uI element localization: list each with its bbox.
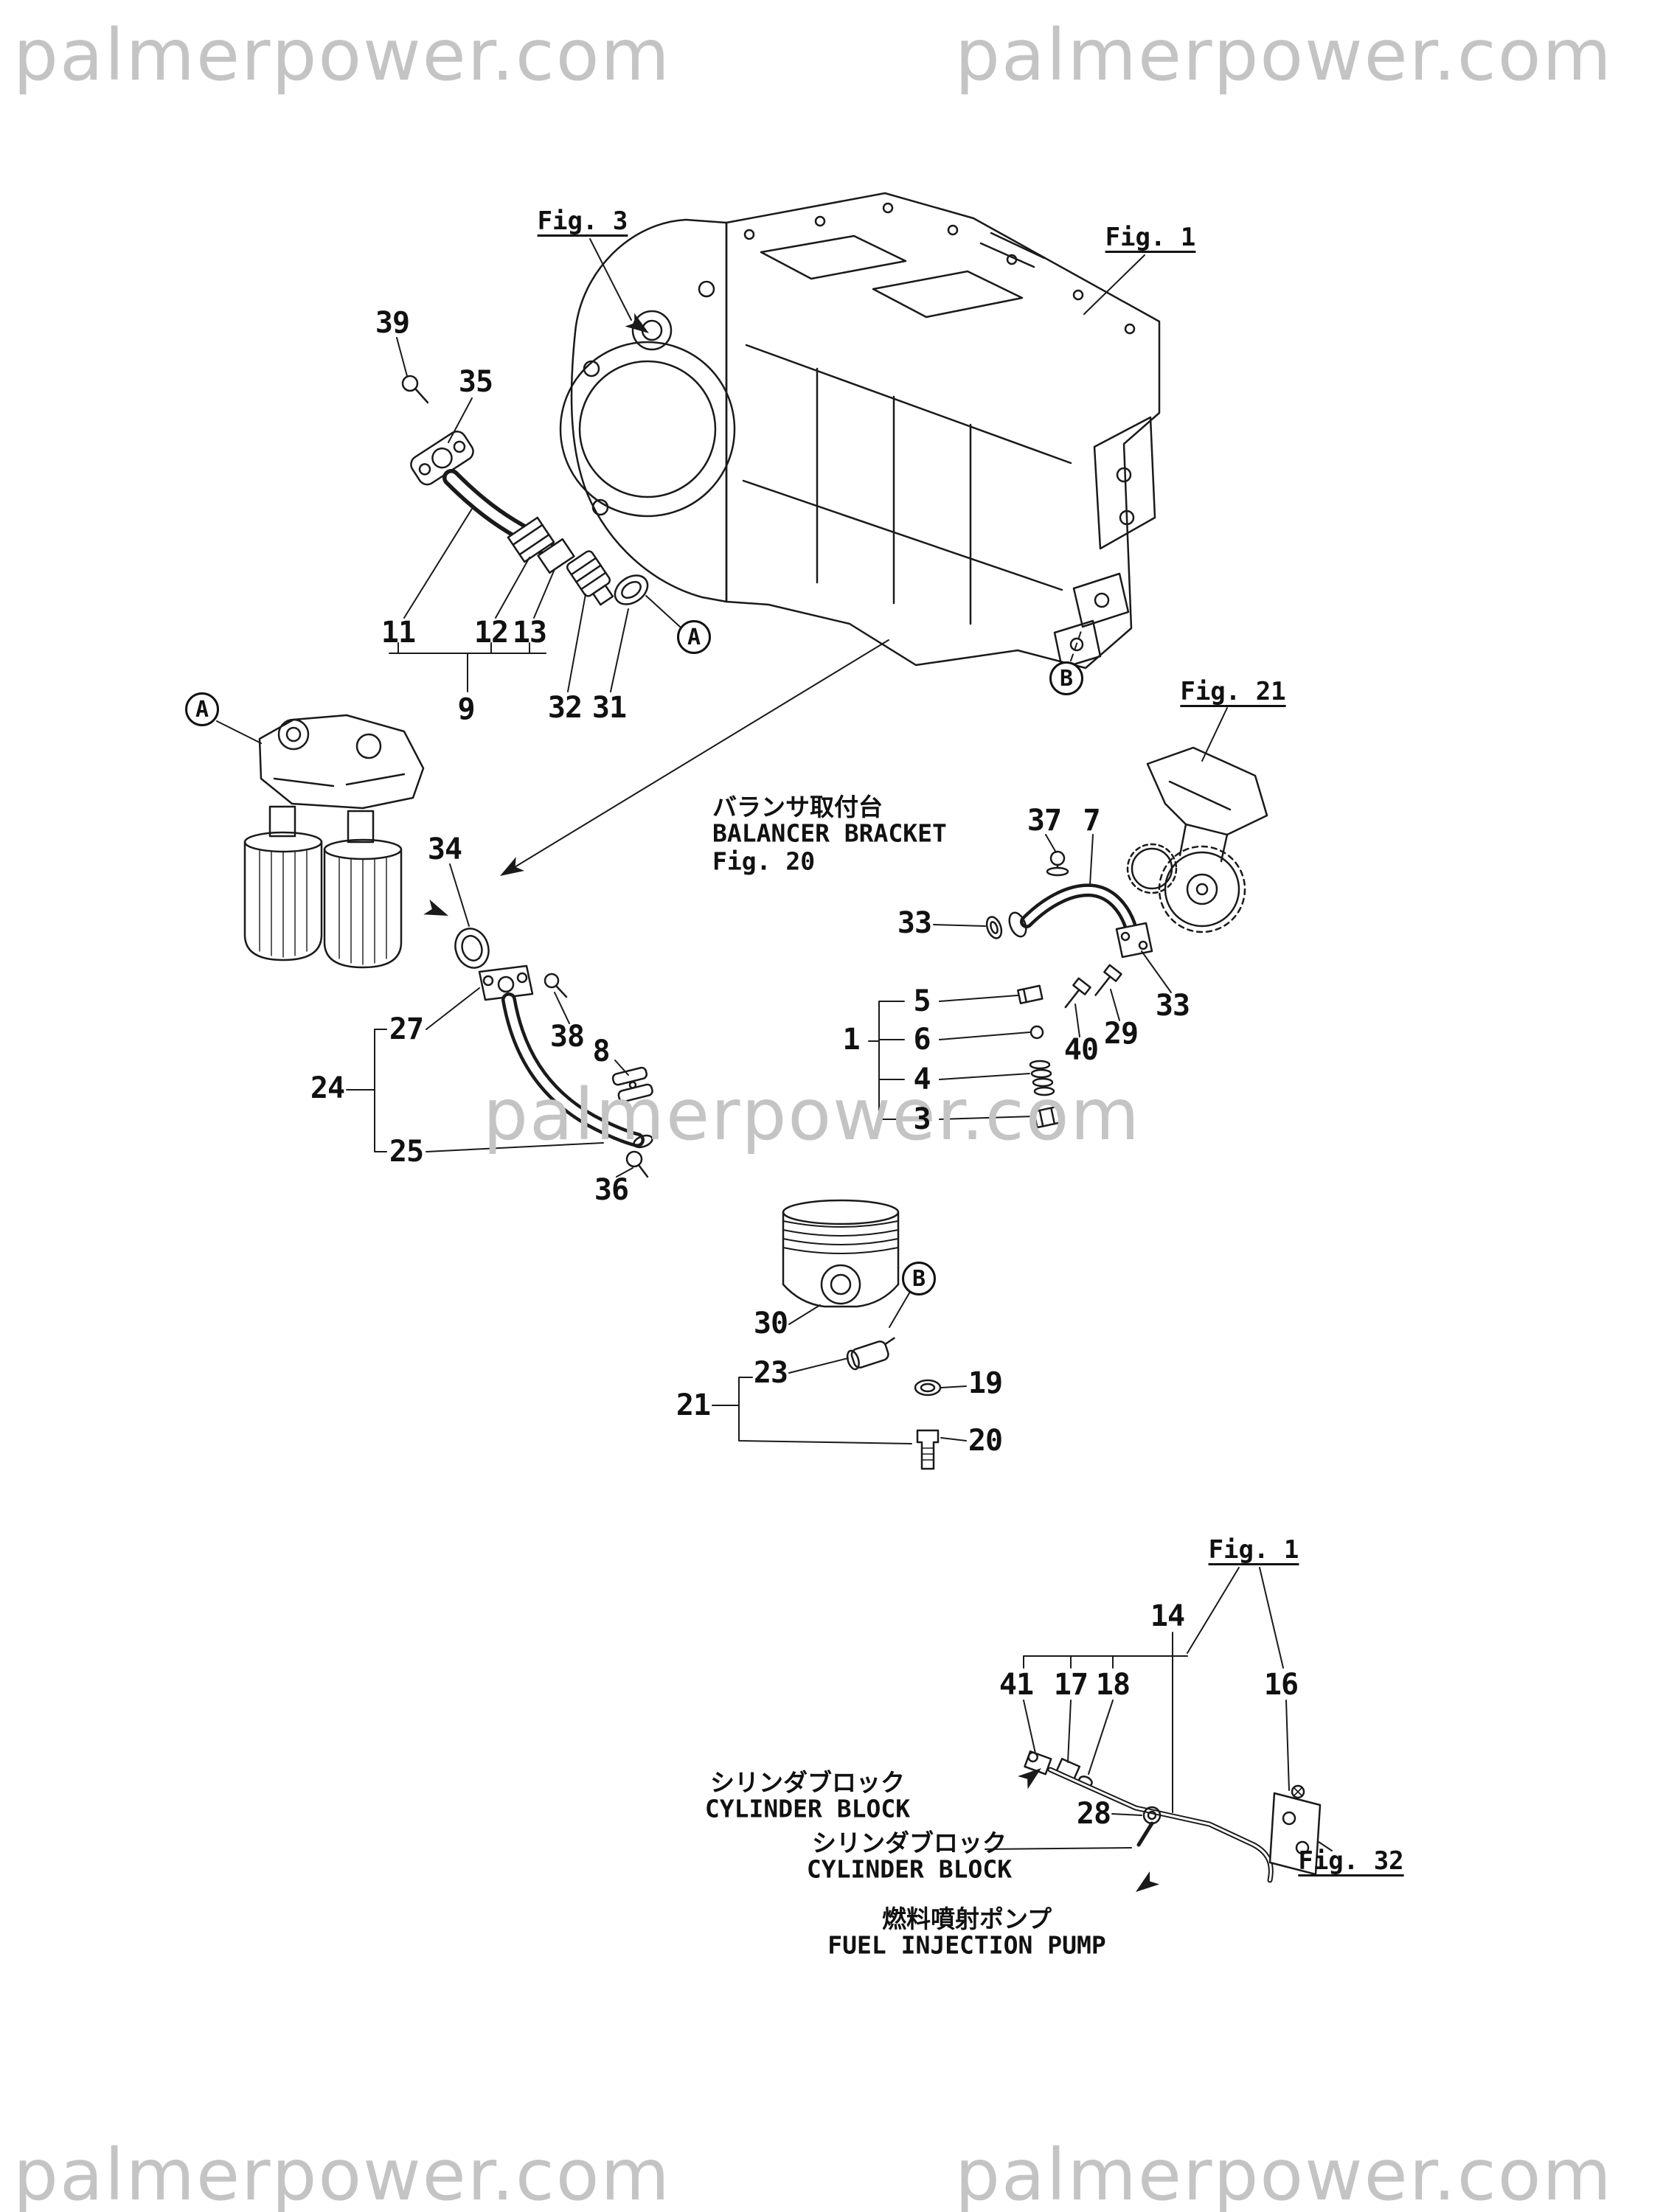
figure-ref-fig3: Fig. 3 bbox=[537, 206, 628, 236]
part-number-1: 1 bbox=[842, 1023, 860, 1057]
fuel-pump-arrow-icon bbox=[1136, 1871, 1160, 1892]
watermark: palmerpower.com bbox=[955, 2134, 1613, 2212]
callout-a: A bbox=[677, 620, 711, 654]
part-number-20: 20 bbox=[968, 1424, 1003, 1458]
cylinder-block-arrow-icon bbox=[1018, 1768, 1041, 1790]
part-number-41: 41 bbox=[999, 1668, 1034, 1702]
oil-filter-assembly-drawing bbox=[243, 714, 425, 969]
part-number-16: 16 bbox=[1263, 1668, 1299, 1702]
direction-arrows bbox=[423, 313, 1160, 1892]
part-number-7: 7 bbox=[1083, 804, 1100, 838]
part-number-9: 9 bbox=[457, 692, 475, 726]
caption: CYLINDER BLOCK bbox=[704, 1794, 911, 1823]
fuel-pipe-drawing bbox=[1024, 1750, 1322, 1883]
watermark: palmerpower.com bbox=[13, 14, 671, 97]
part-number-38: 38 bbox=[549, 1020, 585, 1054]
part-number-39: 39 bbox=[375, 306, 410, 340]
part-number-30: 30 bbox=[753, 1307, 788, 1340]
callout-a: A bbox=[185, 692, 219, 726]
part-number-4: 4 bbox=[913, 1062, 931, 1096]
part-number-24: 24 bbox=[310, 1071, 345, 1105]
part-number-27: 27 bbox=[389, 1012, 424, 1046]
figure-ref-fig32: Fig. 32 bbox=[1298, 1846, 1404, 1876]
relief-valve-parts-drawing bbox=[1016, 984, 1061, 1129]
balancer-lube-pump-drawing bbox=[1126, 746, 1268, 933]
part-number-29: 29 bbox=[1103, 1017, 1139, 1051]
part-number-32: 32 bbox=[547, 691, 583, 725]
caption: FUEL INJECTION PUMP bbox=[827, 1930, 1106, 1960]
part-number-19: 19 bbox=[968, 1366, 1003, 1400]
block-to-filter-arrow-icon bbox=[500, 857, 525, 876]
fig3-arrow-icon bbox=[625, 313, 649, 333]
caption: Fig. 20 bbox=[712, 846, 816, 876]
figure-ref-fig1: Fig. 1 bbox=[1208, 1535, 1299, 1565]
caption: シリンダブロック bbox=[812, 1829, 1007, 1857]
balancer-oil-pipe-drawing bbox=[985, 850, 1153, 1009]
spring-drawing bbox=[1029, 1060, 1055, 1096]
watermark: palmerpower.com bbox=[483, 1074, 1141, 1156]
part-number-28: 28 bbox=[1076, 1797, 1111, 1831]
filter-fit-arrow-icon bbox=[423, 899, 448, 916]
part-number-40: 40 bbox=[1063, 1033, 1099, 1067]
caption: BALANCER BRACKET bbox=[712, 818, 947, 848]
callout-b: B bbox=[902, 1262, 936, 1295]
part-number-31: 31 bbox=[591, 691, 627, 725]
watermark: palmerpower.com bbox=[955, 14, 1613, 97]
part-number-5: 5 bbox=[913, 984, 931, 1018]
lube-oil-pipe-drawing bbox=[478, 964, 653, 1178]
figure-ref-fig1: Fig. 1 bbox=[1105, 223, 1196, 252]
part-number-21: 21 bbox=[676, 1388, 711, 1422]
part-number-8: 8 bbox=[592, 1034, 610, 1068]
part-number-36: 36 bbox=[594, 1173, 629, 1207]
part-number-35: 35 bbox=[458, 365, 493, 399]
caption: バランサ取付台 bbox=[712, 793, 883, 821]
part-number-14: 14 bbox=[1150, 1599, 1185, 1633]
part-number-37: 37 bbox=[1027, 804, 1062, 838]
cylinder-block-drawing bbox=[559, 192, 1161, 669]
watermark: palmerpower.com bbox=[13, 2134, 671, 2212]
part-number-23: 23 bbox=[753, 1356, 788, 1390]
leader-lines bbox=[216, 238, 1333, 1851]
part-number-12: 12 bbox=[473, 616, 509, 650]
part-number-25: 25 bbox=[389, 1135, 424, 1169]
part-number-33: 33 bbox=[1155, 989, 1190, 1023]
callout-b: B bbox=[1049, 661, 1083, 695]
part-number-3: 3 bbox=[913, 1102, 931, 1136]
part-number-13: 13 bbox=[512, 616, 547, 650]
part-number-11: 11 bbox=[381, 616, 416, 650]
part-number-17: 17 bbox=[1053, 1668, 1089, 1702]
caption: 燃料噴射ポンプ bbox=[881, 1905, 1052, 1933]
o-ring-34-drawing bbox=[454, 928, 490, 969]
part-number-34: 34 bbox=[427, 832, 462, 866]
oil-suction-pipe-assembly-drawing bbox=[401, 375, 649, 606]
part-number-18: 18 bbox=[1095, 1668, 1131, 1702]
part-number-33: 33 bbox=[897, 906, 932, 940]
caption: CYLINDER BLOCK bbox=[806, 1854, 1013, 1884]
part-number-6: 6 bbox=[913, 1023, 931, 1057]
figure-ref-fig21: Fig. 21 bbox=[1180, 677, 1286, 706]
caption: シリンダブロック bbox=[710, 1768, 905, 1797]
